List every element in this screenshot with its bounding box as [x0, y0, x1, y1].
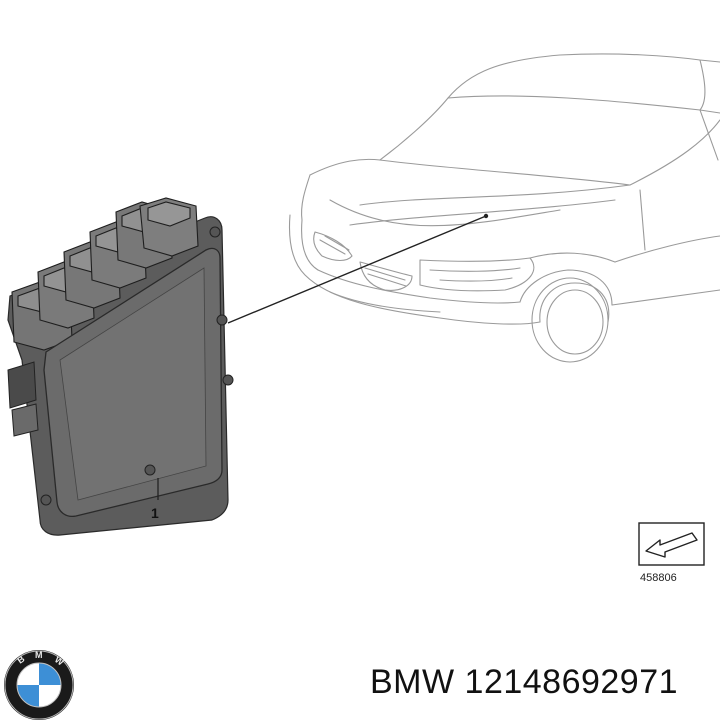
bmw-logo: B M W: [4, 650, 74, 720]
figure-icon: [638, 522, 705, 566]
car-outline: [289, 53, 720, 363]
callout-number: 1: [151, 505, 159, 521]
leader-line: [227, 213, 489, 324]
part-caption: BMW 12148692971: [370, 663, 679, 701]
svg-text:B: B: [15, 653, 26, 665]
figure-id: 458806: [640, 572, 677, 584]
svg-text:M: M: [35, 650, 43, 660]
ecu-module: [7, 197, 234, 536]
ecu-connectors: [11, 197, 199, 351]
